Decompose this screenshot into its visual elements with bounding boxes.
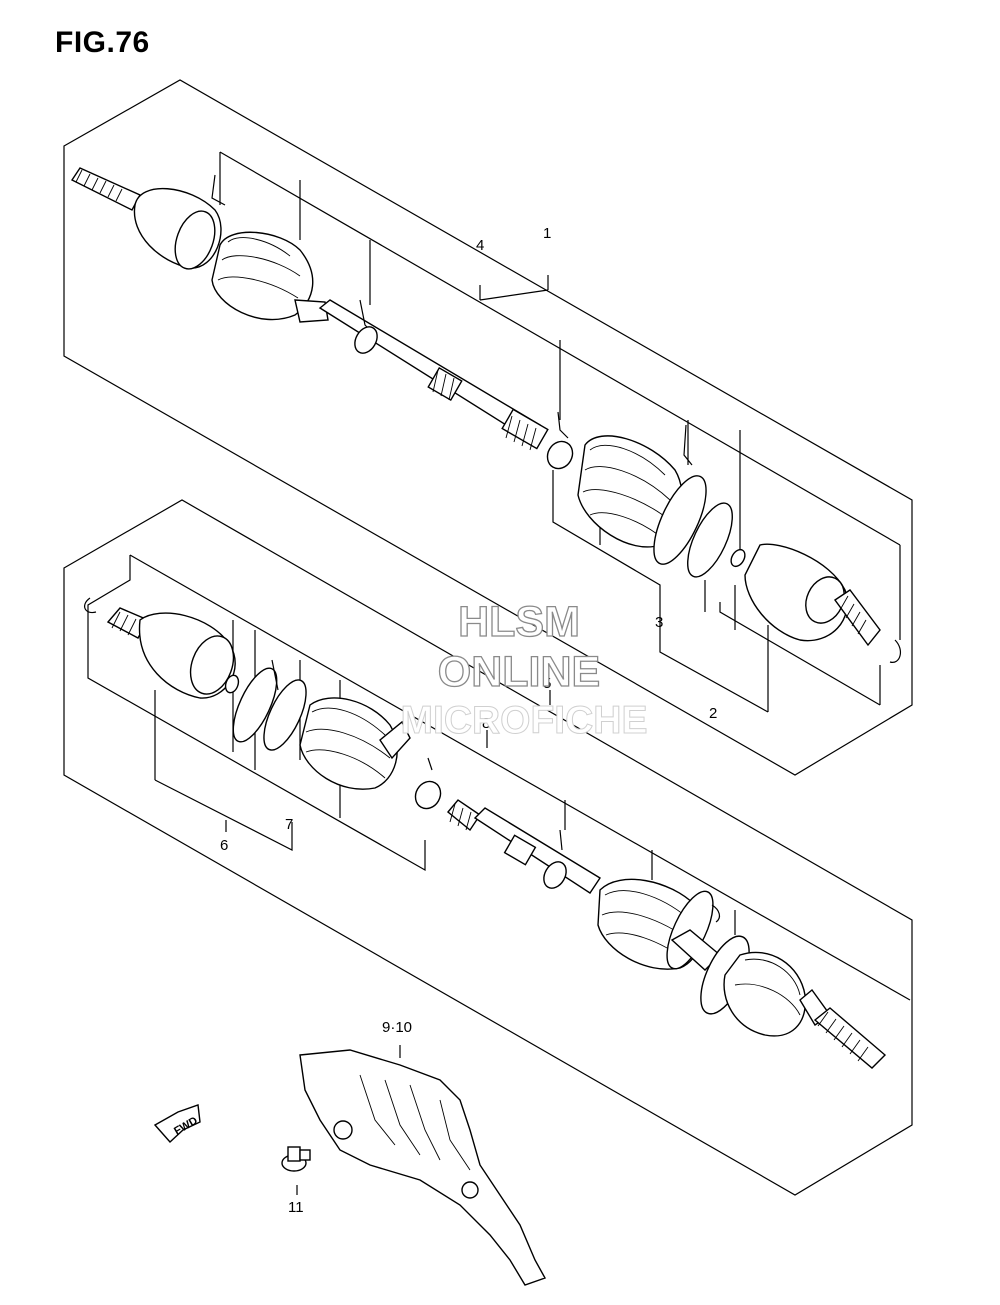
upper-drive-shaft — [70, 167, 902, 663]
upper-assembly-frame — [63, 79, 913, 776]
callout-1: 1 — [543, 225, 551, 242]
fwd-arrow-icon: FWD — [153, 1104, 201, 1143]
callout-6: 6 — [220, 837, 228, 854]
callout-7: 7 — [285, 816, 293, 833]
figure-title: FIG.76 — [55, 26, 150, 59]
lower-drive-shaft — [84, 597, 887, 1069]
callout-11: 11 — [288, 1199, 304, 1216]
bolt — [281, 1146, 311, 1172]
callout-8: 8 — [482, 715, 490, 732]
watermark-line-1: HLSM — [457, 597, 580, 646]
watermark-line-2: ONLINE — [437, 647, 601, 696]
callout-2: 2 — [709, 705, 717, 722]
watermark-line-3: MICROFICHE — [400, 699, 648, 743]
callout-4: 4 — [476, 237, 484, 254]
callout-5: 5 — [543, 675, 551, 692]
lower-assembly-frame — [63, 499, 913, 1196]
heat-shield — [299, 1049, 547, 1286]
callout-3: 3 — [655, 614, 663, 631]
callout-9-10: 9·10 — [382, 1019, 412, 1036]
